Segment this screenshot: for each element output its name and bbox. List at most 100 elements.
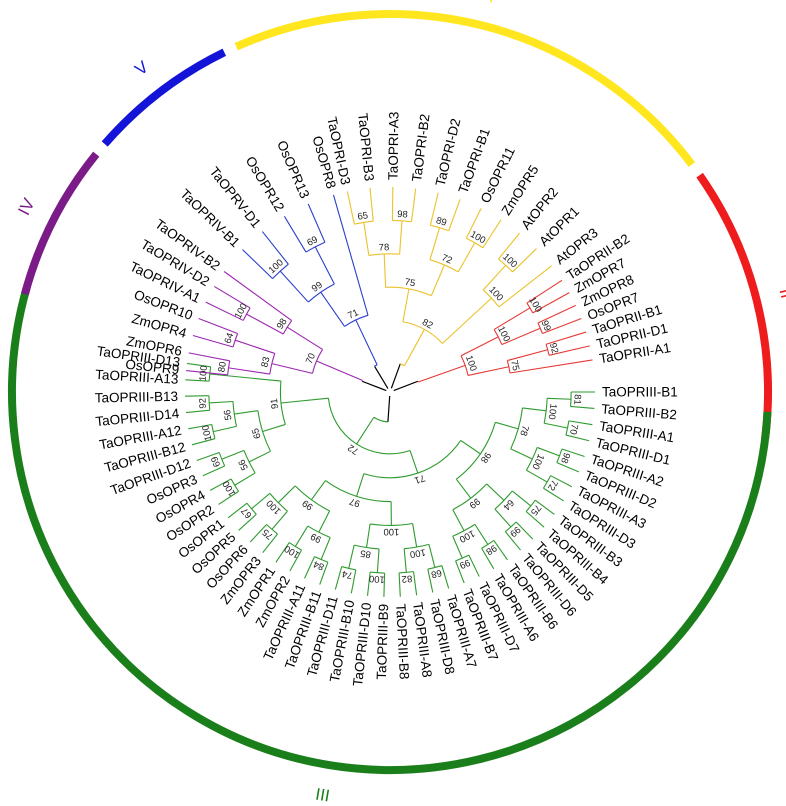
clade-branch [320,291,345,327]
clade-branch [227,502,248,519]
clade-branch [283,215,307,253]
bootstrap-value: 100 [200,424,214,442]
clade-branch [196,451,220,461]
clade-branch [534,499,555,515]
clade-branches [185,187,595,597]
bootstrap-value: 99 [310,280,325,295]
clade-branch [320,537,331,560]
bootstrap-value: 97 [348,495,361,509]
clade-branch [412,523,418,548]
clade-branch [542,318,582,335]
bootstrap-value: 75 [508,359,521,372]
clade-branch [318,510,331,533]
group-label-i: I [488,0,497,7]
clade-branch [507,349,548,362]
clade-branch [261,231,289,265]
clade-arc [494,490,513,510]
clade-arc [481,539,495,549]
clade-branch [570,405,595,409]
bootstrap-value: 56 [222,409,234,421]
clade-arc [385,286,432,297]
clade-branch [493,540,508,561]
bootstrap-value: 91 [269,398,281,410]
clade-arc [363,440,462,479]
clade-branch [509,359,593,374]
clade-branch [307,203,326,243]
clade-arc [227,360,231,375]
clade-branch [511,490,532,507]
clade-branch [398,572,401,597]
clade-branch [234,410,258,415]
bootstrap-value: 100 [468,229,487,246]
bootstrap-value: 99 [309,530,323,545]
bootstrap-value: 89 [435,215,448,229]
clade-arc [288,542,302,551]
bootstrap-value: 74 [341,568,354,581]
clade-branch [235,339,275,354]
clade-branch [494,508,512,528]
bootstrap-value: 98 [484,542,499,557]
leaf-label: OsOPR13 [274,138,312,200]
clade-branch [515,521,534,540]
clade-branch [465,208,482,239]
clade-arc [327,398,411,455]
clade-branch [209,400,234,404]
clade-branch [429,227,441,260]
clade-branch [537,304,577,324]
clade-branch [356,473,365,497]
bootstrap-value: 100 [463,354,479,373]
bootstrap-value: 100 [529,452,546,471]
clade-branch [348,545,355,569]
clade-branch [242,249,273,279]
bootstrap-value: 98 [397,209,408,221]
clade-branch [460,439,481,455]
clade-branch [286,326,323,350]
group-arc-iii [8,286,772,774]
bootstrap-value: 85 [360,547,372,559]
clade-arc [354,544,380,550]
clade-branch [319,561,329,585]
clade-branch [442,297,492,344]
bootstrap-value: 92 [197,398,209,409]
bootstrap-value: 70 [304,352,318,366]
clade-branch [246,313,284,335]
bootstrap-value: 71 [413,472,427,486]
clade-arc [307,525,331,538]
clade-branch [455,560,465,584]
bootstrap-value: 64 [223,332,237,346]
bootstrap-value: 69 [305,234,319,249]
bootstrap-value: 100 [198,365,211,382]
clade-branch [482,219,502,249]
group-label-iv: IV [14,195,39,219]
clade-arc [452,483,488,511]
bootstrap-value: 100 [526,295,544,314]
bootstrap-value: 98 [558,451,572,465]
clade-branch [249,524,267,543]
clade-branch [332,194,369,316]
clade-branch [544,422,568,429]
bootstrap-value: 99 [467,495,482,510]
clade-arc [208,366,212,382]
clade-stem [418,364,466,383]
clade-branch [202,465,225,477]
bootstrap-value: 100 [546,403,559,420]
bootstrap-value: 99 [300,497,315,512]
clade-branch [482,264,507,291]
clade-branch [547,397,572,400]
bootstrap-value: 100 [221,479,239,498]
root-branch-iv [361,380,387,392]
clade-branch [304,556,315,579]
clade-branch [410,188,417,222]
bootstrap-value: 71 [346,307,360,321]
clade-branch [365,523,371,548]
clade-branch [412,571,418,596]
clade-arc [510,407,524,450]
leaf-label: TaOPRIII-B9 [374,604,391,680]
clade-branch [314,246,335,285]
clade-branch [310,480,326,501]
group-arc-v [101,48,227,147]
clade-branch [280,397,329,404]
clade-branch [441,565,450,589]
